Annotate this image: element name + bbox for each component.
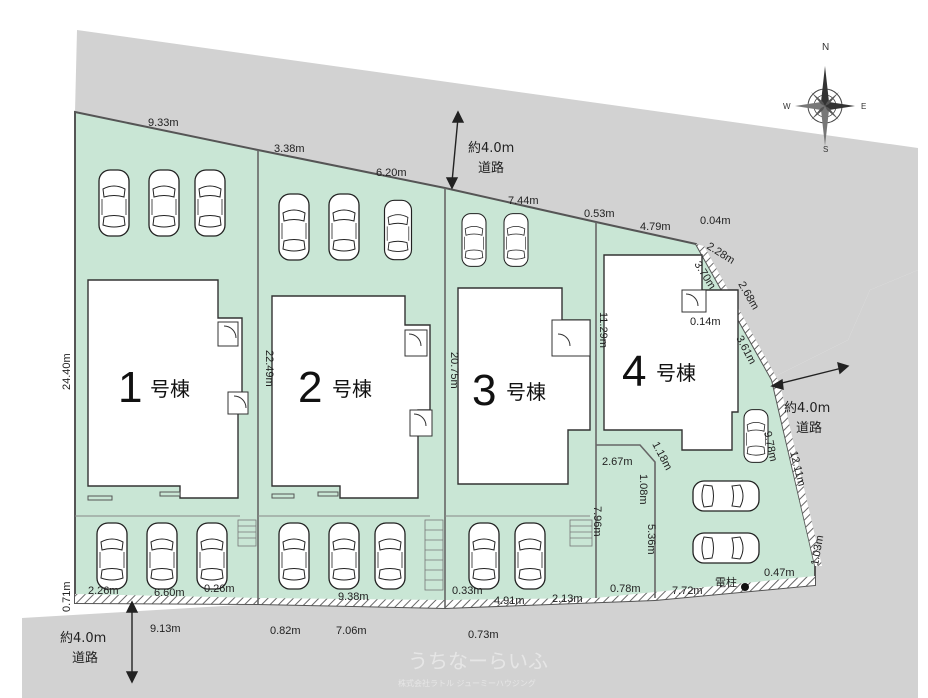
watermark-company: 株式会社ラトル ジューミーハウジング xyxy=(398,678,536,688)
dim-b4: 9.13m xyxy=(150,623,181,635)
car-icon xyxy=(461,213,487,267)
dim-top1: 9.33m xyxy=(148,117,179,129)
dim-left1: 24.40m xyxy=(61,353,73,390)
dim-top6: 4.79m xyxy=(640,221,671,233)
dim-l4d: 5.36m xyxy=(645,524,657,555)
building-2-number: 2 xyxy=(298,363,322,412)
building-2-label: 2 号棟 xyxy=(298,363,372,412)
car-icon xyxy=(278,522,310,590)
dim-b5: 0.82m xyxy=(270,625,301,637)
car-icon xyxy=(196,522,228,590)
road-east-label: 道路 xyxy=(796,420,822,436)
lot-dividers xyxy=(257,150,656,608)
building-4-number: 4 xyxy=(622,347,646,396)
dim-b6: 9.38m xyxy=(338,591,369,603)
building-1-number: 1 xyxy=(118,363,142,412)
hatch-east xyxy=(696,244,822,566)
compass-s: S xyxy=(823,145,828,154)
dim-top5: 0.53m xyxy=(584,208,615,220)
hatch-south xyxy=(75,576,815,608)
road-width-arrows xyxy=(125,110,850,684)
building-2-suffix: 号棟 xyxy=(332,377,372,401)
car-icon xyxy=(383,199,413,261)
dim-b3: 0.26m xyxy=(204,583,235,595)
dim-b2: 6.60m xyxy=(154,587,185,599)
dim-l4e: 7.96m xyxy=(591,506,603,537)
dim-top3: 6.20m xyxy=(376,167,407,179)
building-marks xyxy=(87,491,339,501)
car-icon xyxy=(503,213,529,267)
building-3-label: 3 号棟 xyxy=(472,366,546,415)
dim-b13: 7.72m xyxy=(672,585,703,597)
car-icon xyxy=(96,522,128,590)
compass-e: E xyxy=(861,102,866,111)
watermark-logo: うちなーらいふ xyxy=(408,649,548,673)
car-icon xyxy=(98,169,130,237)
compass-n: N xyxy=(822,42,829,53)
road-south xyxy=(22,585,918,698)
building-1-suffix: 号棟 xyxy=(150,377,190,401)
road-north xyxy=(75,30,918,378)
utility-pole-label: 電柱 xyxy=(715,575,737,589)
car-icon xyxy=(468,522,500,590)
dim-v2: 22.49m xyxy=(263,350,275,387)
road-north-width: 約4.0m xyxy=(468,141,514,156)
dim-v3: 20.75m xyxy=(448,352,460,389)
road-east xyxy=(696,244,918,635)
dim-b7: 7.06m xyxy=(336,625,367,637)
dim-b9: 4.91m xyxy=(494,595,525,607)
car-icon xyxy=(148,169,180,237)
dim-b8: 0.33m xyxy=(452,585,483,597)
building-4-label: 4 号棟 xyxy=(622,347,696,396)
dim-b1: 2.26m xyxy=(88,585,119,597)
road-south-width: 約4.0m xyxy=(60,631,106,646)
car-icon xyxy=(514,522,546,590)
utility-pole-icon xyxy=(741,583,749,591)
car-icon xyxy=(328,193,360,261)
dim-b12: 0.78m xyxy=(610,583,641,595)
road-east-width: 約4.0m xyxy=(784,401,830,416)
building-3-suffix: 号棟 xyxy=(506,380,546,404)
steps xyxy=(237,519,593,591)
dim-left2: 0.71m xyxy=(61,581,73,612)
dim-east4: 0.47m xyxy=(764,567,795,579)
dim-top4: 7.44m xyxy=(508,195,539,207)
car-icon xyxy=(692,532,760,564)
car-icon xyxy=(278,193,310,261)
dim-east3: 1.03m xyxy=(809,534,826,566)
car-icon xyxy=(374,522,406,590)
road-south-label: 道路 xyxy=(72,650,98,666)
dim-v4: 11.29m xyxy=(597,312,609,348)
building-1-label: 1 号棟 xyxy=(118,363,190,412)
entrances xyxy=(217,289,707,437)
dim-b11: 0.73m xyxy=(468,629,499,641)
dim-ne4: 0.14m xyxy=(690,316,721,328)
dim-top2: 3.38m xyxy=(274,143,305,155)
building-3-number: 3 xyxy=(472,366,496,415)
watermark: うちなーらいふ 株式会社ラトル ジューミーハウジング xyxy=(398,649,548,688)
car-icon xyxy=(692,480,760,512)
building-4-suffix: 号棟 xyxy=(656,361,696,385)
car-icon xyxy=(194,169,226,237)
car-icon xyxy=(146,522,178,590)
compass-rose: N E S W xyxy=(783,42,866,154)
dim-top7: 0.04m xyxy=(700,215,731,227)
dim-l4c: 1.08m xyxy=(637,474,649,505)
compass-w: W xyxy=(783,102,791,111)
road-north-label: 道路 xyxy=(478,160,504,176)
dim-b10: 2.13m xyxy=(552,593,583,605)
dim-l4a: 2.67m xyxy=(602,456,633,468)
car-icon xyxy=(328,522,360,590)
